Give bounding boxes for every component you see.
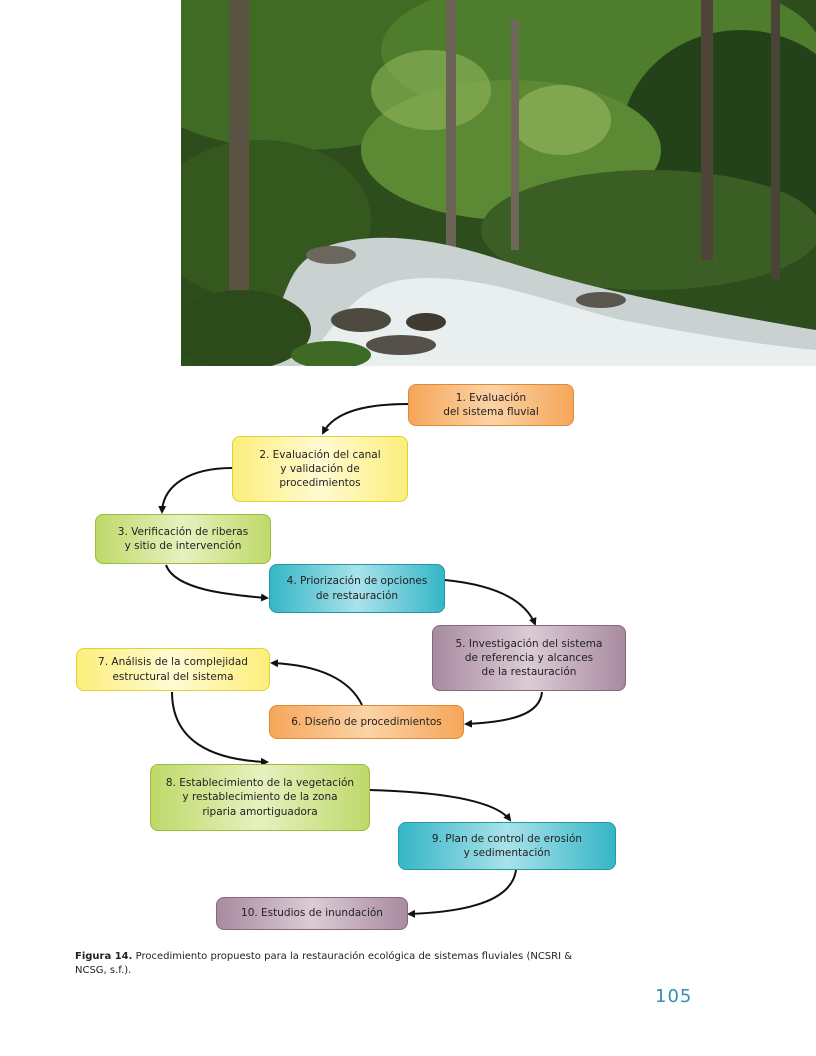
step-1-box: 1. Evaluación del sistema fluvial [408, 384, 574, 426]
step-3-box: 3. Verificación de riberas y sitio de in… [95, 514, 271, 564]
step-2-box: 2. Evaluación del canal y validación de … [232, 436, 408, 502]
arrow-4-5 [444, 579, 537, 626]
step-7-label: 7. Análisis de la complejidad estructura… [98, 656, 248, 683]
caption-text: Procedimiento propuesto para la restaura… [75, 951, 573, 976]
step-8-box: 8. Establecimiento de la vegetación y re… [150, 764, 370, 831]
arrow-7-8 [171, 691, 269, 766]
arrow-9-10 [407, 869, 517, 918]
step-2-label: 2. Evaluación del canal y validación de … [259, 448, 381, 490]
arrow-1-2 [322, 403, 409, 435]
step-8-label: 8. Establecimiento de la vegetación y re… [165, 777, 355, 818]
step-7-box: 7. Análisis de la complejidad estructura… [76, 648, 270, 691]
photo-illustration [181, 0, 816, 366]
arrow-8-9 [369, 789, 512, 822]
step-4-label: 4. Priorización de opciones de restaurac… [286, 575, 428, 602]
step-5-box: 5. Investigación del sistema de referenc… [432, 625, 626, 691]
arrow-6-7 [270, 659, 363, 706]
step-10-label: 10. Estudios de inundación [241, 907, 383, 920]
arrow-2-3 [158, 467, 233, 514]
caption-label: Figura 14. [75, 951, 133, 962]
step-4-box: 4. Priorización de opciones de restaurac… [269, 564, 445, 613]
step-1-label: 1. Evaluación del sistema fluvial [443, 391, 539, 418]
step-9-box: 9. Plan de control de erosión y sediment… [398, 822, 616, 870]
arrow-3-4 [165, 564, 269, 602]
figure-caption: Figura 14. Procedimiento propuesto para … [75, 950, 605, 978]
step-9-label: 9. Plan de control de erosión y sediment… [431, 832, 583, 859]
step-6-box: 6. Diseño de procedimientos [269, 705, 464, 739]
step-5-label: 5. Investigación del sistema de referenc… [455, 637, 603, 679]
arrow-5-6 [464, 691, 543, 728]
forest-stream-photo [181, 0, 816, 366]
page-number: 105 [655, 986, 693, 1007]
step-3-label: 3. Verificación de riberas y sitio de in… [117, 525, 249, 552]
step-6-label: 6. Diseño de procedimientos [291, 715, 442, 728]
step-10-box: 10. Estudios de inundación [216, 897, 408, 930]
